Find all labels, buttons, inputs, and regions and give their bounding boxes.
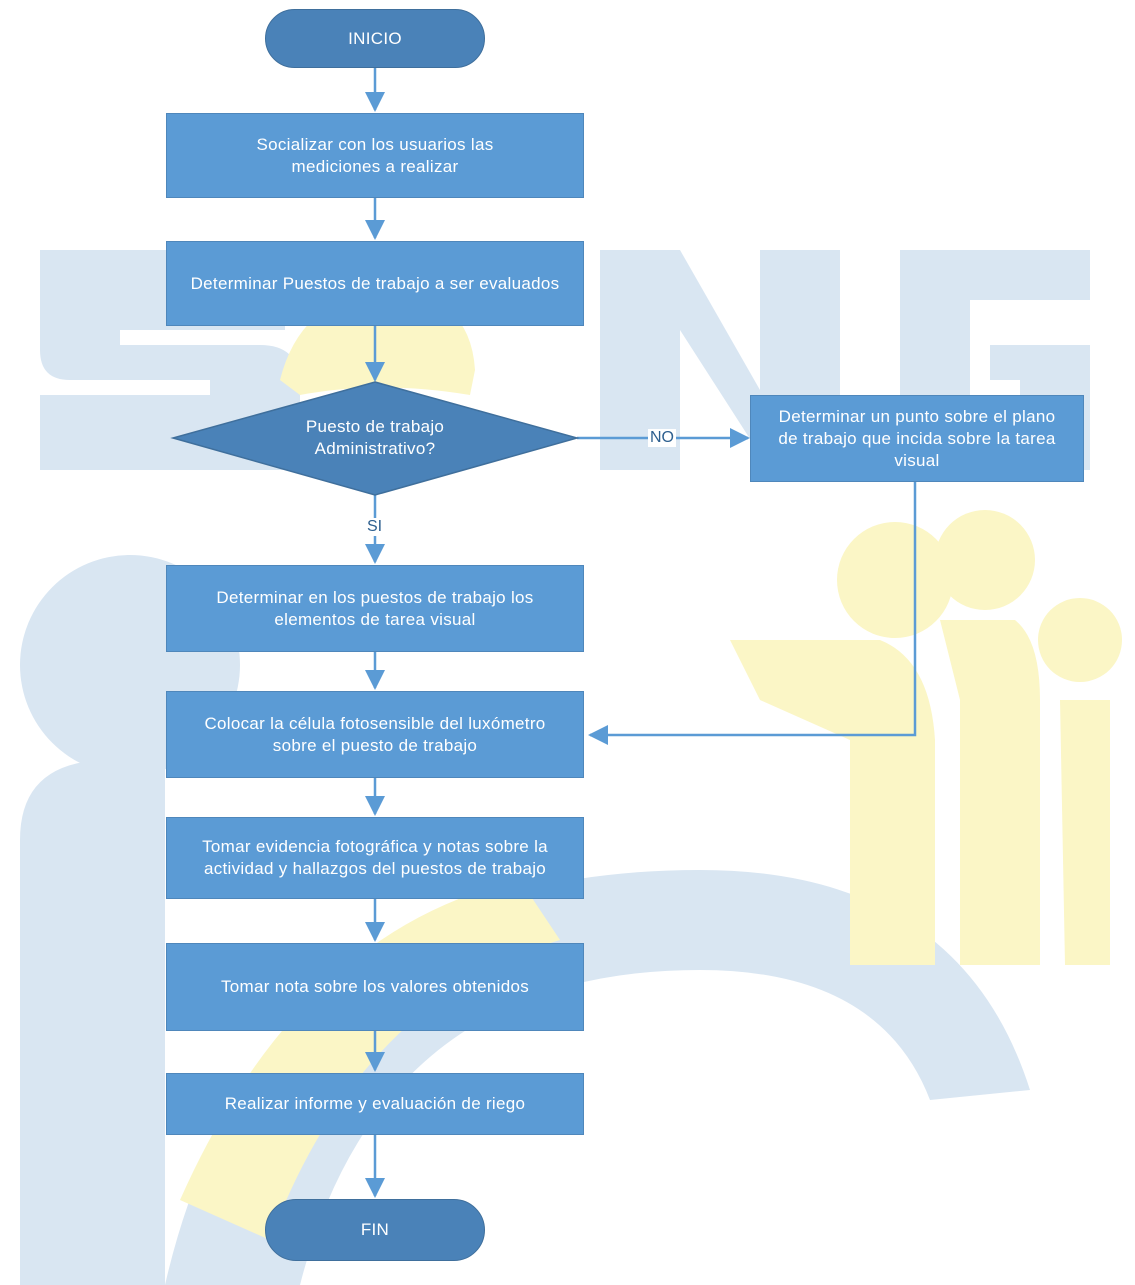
process-tomar-nota: Tomar nota sobre los valores obtenidos [166, 943, 584, 1031]
watermark-person-body [20, 760, 165, 1285]
process-tomar-nota-label: Tomar nota sobre los valores obtenidos [220, 977, 530, 996]
arrow-punto-colocar [588, 482, 917, 745]
watermark-figure-head-3 [1038, 598, 1122, 682]
process-realizar-informe-label: Realizar informe y evaluación de riego [224, 1094, 526, 1113]
start-label: INICIO [348, 28, 402, 48]
process-determinar-puestos-label: Determinar Puestos de trabajo a ser eval… [190, 273, 560, 293]
watermark-figure-head-1 [837, 522, 953, 638]
process-colocar-celula-label: Colocar la célula fotosensible del luxóm… [204, 713, 546, 755]
process-tomar-evidencia: Tomar evidencia fotográfica y notas sobr… [166, 817, 584, 899]
watermark-figure-head-2 [935, 510, 1035, 610]
process-socializar-label: Socializar con los usuarios las medicion… [256, 134, 494, 176]
process-colocar-celula: Colocar la célula fotosensible del luxóm… [166, 691, 584, 778]
process-determinar-elementos-label: Determinar en los puestos de trabajo los… [216, 587, 534, 629]
process-determinar-elementos: Determinar en los puestos de trabajo los… [166, 565, 584, 652]
start-terminal: INICIO [265, 9, 485, 68]
process-socializar: Socializar con los usuarios las medicion… [166, 113, 584, 198]
edge-label-si: SI [365, 518, 385, 536]
watermark-figure-body-3 [1060, 700, 1110, 965]
decision-label: Puesto de trabajo Administrativo? [305, 417, 445, 458]
process-determinar-punto: Determinar un punto sobre el plano de tr… [750, 395, 1084, 482]
process-realizar-informe: Realizar informe y evaluación de riego [166, 1073, 584, 1135]
process-determinar-puestos: Determinar Puestos de trabajo a ser eval… [166, 241, 584, 326]
watermark-figure-body-1 [730, 640, 935, 965]
decision-node: Puesto de trabajo Administrativo? [240, 410, 510, 466]
edge-label-no: NO [648, 429, 676, 447]
process-tomar-evidencia-label: Tomar evidencia fotográfica y notas sobr… [202, 837, 548, 878]
watermark-figure-body-2 [940, 620, 1040, 965]
decision-diamond [170, 381, 580, 496]
process-determinar-punto-label: Determinar un punto sobre el plano de tr… [778, 406, 1056, 470]
end-label: FIN [360, 1220, 390, 1239]
end-terminal: FIN [265, 1199, 485, 1261]
